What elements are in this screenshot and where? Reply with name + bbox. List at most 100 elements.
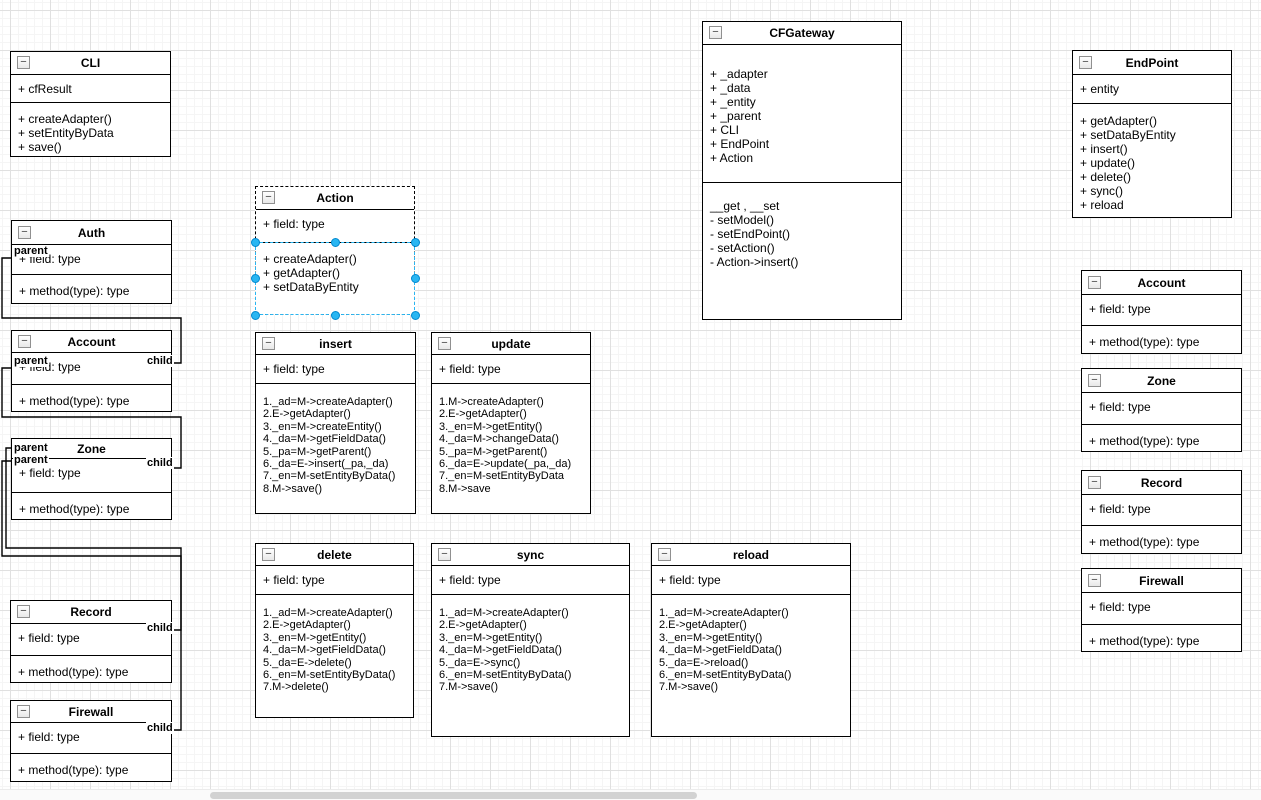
methods-compartment[interactable]: + method(type): type — [1082, 425, 1241, 451]
collapse-minus-icon[interactable]: − — [709, 26, 722, 39]
collapse-minus-icon[interactable]: − — [1088, 573, 1101, 587]
class-record-right[interactable]: −Record+ field: type+ method(type): type — [1081, 470, 1242, 554]
methods-compartment[interactable]: + createAdapter()+ getAdapter()+ setData… — [256, 243, 414, 314]
collapse-minus-icon[interactable]: − — [1079, 55, 1092, 69]
method-line: + insert() — [1080, 142, 1128, 156]
attributes-compartment[interactable]: + _adapter+ _data+ _entity+ _parent+ CLI… — [703, 45, 901, 183]
methods-compartment[interactable]: + method(type): type — [1082, 526, 1241, 553]
collapse-minus-icon[interactable]: − — [17, 605, 30, 618]
methods-compartment[interactable]: + getAdapter()+ setDataByEntity+ insert(… — [1073, 104, 1231, 217]
methods-compartment[interactable]: + method(type): type — [1082, 625, 1241, 651]
method-line: 8.M->save — [439, 482, 491, 495]
collapse-minus-icon[interactable]: − — [262, 336, 275, 350]
selection-handle[interactable] — [330, 237, 340, 247]
methods-compartment[interactable]: 1._ad=M->createAdapter()2.E->getAdapter(… — [256, 384, 415, 513]
edge-label-parent[interactable]: parent — [13, 355, 49, 367]
selection-handle[interactable] — [410, 310, 420, 320]
collapse-minus-icon[interactable]: − — [438, 547, 451, 561]
edge-auth-account[interactable] — [1, 257, 182, 364]
selection-handle[interactable] — [330, 310, 340, 320]
class-zone-left[interactable]: −Zone+ field: type+ method(type): type — [11, 438, 172, 520]
collapse-minus-icon[interactable]: − — [658, 547, 671, 561]
methods-compartment[interactable]: + method(type): type — [12, 275, 171, 303]
attributes-compartment[interactable]: + field: type — [1082, 393, 1241, 425]
method-line: 7.M->delete() — [263, 681, 329, 694]
methods-compartment[interactable]: __get , __set- setModel()- setEndPoint()… — [703, 183, 901, 319]
edge-label-parent[interactable]: parent — [13, 454, 49, 466]
methods-compartment[interactable]: + method(type): type — [11, 754, 171, 781]
class-zone-right[interactable]: −Zone+ field: type+ method(type): type — [1081, 368, 1242, 452]
class-name-text: Record — [70, 605, 112, 619]
selection-handle[interactable] — [250, 274, 260, 283]
collapse-minus-icon[interactable]: − — [1088, 373, 1101, 387]
edge-label-child[interactable]: child — [146, 457, 174, 469]
methods-compartment[interactable]: 1.M->createAdapter()2.E->getAdapter()3._… — [432, 384, 590, 513]
attributes-compartment[interactable]: + field: type — [256, 355, 415, 384]
methods-compartment[interactable]: + method(type): type — [12, 493, 171, 519]
methods-compartment[interactable]: 1._ad=M->createAdapter()2.E->getAdapter(… — [432, 595, 629, 736]
collapse-minus-icon[interactable]: − — [18, 334, 31, 348]
collapse-minus-icon[interactable]: − — [262, 547, 275, 561]
edge-label-child[interactable]: child — [146, 355, 174, 367]
methods-compartment[interactable]: + method(type): type — [11, 656, 171, 682]
collapse-minus-icon[interactable]: − — [438, 336, 451, 350]
attributes-compartment[interactable]: + field: type — [256, 566, 413, 595]
class-account-right[interactable]: −Account+ field: type+ method(type): typ… — [1081, 270, 1242, 354]
attributes-compartment[interactable]: + field: type — [11, 624, 171, 656]
attributes-compartment[interactable]: + field: type — [1082, 295, 1241, 326]
attributes-compartment[interactable]: + field: type — [11, 723, 171, 754]
selection-handle[interactable] — [250, 310, 260, 320]
collapse-minus-icon[interactable]: − — [262, 191, 275, 204]
attributes-compartment[interactable]: + field: type — [432, 355, 590, 384]
class-auth[interactable]: −Auth+ field: type+ method(type): type — [11, 220, 172, 304]
selection-handle[interactable] — [250, 237, 260, 247]
attributes-compartment[interactable]: + field: type — [1082, 495, 1241, 526]
collapse-minus-icon[interactable]: − — [1088, 475, 1101, 489]
class-firewall-left[interactable]: −Firewall+ field: type+ method(type): ty… — [10, 700, 172, 782]
attribute-line: + field: type — [18, 730, 80, 744]
horizontal-scrollbar[interactable] — [0, 789, 1261, 800]
attributes-compartment[interactable]: + field: type — [652, 566, 850, 595]
class-account-left[interactable]: −Account+ field: type+ method(type): typ… — [11, 330, 172, 412]
edge-zone-firewall[interactable] — [1, 460, 182, 731]
selection-handle[interactable] — [410, 274, 420, 283]
collapse-minus-icon[interactable]: − — [1088, 275, 1101, 289]
method-line: 1._ad=M->createAdapter() — [659, 607, 789, 619]
attributes-compartment[interactable]: + entity — [1073, 75, 1231, 104]
attributes-compartment[interactable]: + field: type — [1082, 593, 1241, 625]
methods-compartment[interactable]: 1._ad=M->createAdapter()2.E->getAdapter(… — [652, 595, 850, 736]
method-line: 3._en=M->getEntity() — [439, 420, 543, 433]
edge-label-child[interactable]: child — [146, 622, 174, 634]
collapse-minus-icon[interactable]: − — [17, 704, 30, 718]
edge-account-zone[interactable] — [1, 367, 182, 469]
class-cfgateway[interactable]: −CFGateway+ _adapter+ _data+ _entity+ _p… — [702, 21, 902, 320]
attributes-compartment[interactable]: + field: type — [12, 459, 171, 493]
class-action[interactable]: −Action+ field: type+ createAdapter()+ g… — [255, 186, 415, 315]
edge-label-parent[interactable]: parent — [13, 442, 49, 454]
method-line: 6._en=M-setEntityByData() — [659, 669, 792, 682]
collapse-minus-icon[interactable]: − — [17, 56, 30, 69]
class-firewall-right[interactable]: −Firewall+ field: type+ method(type): ty… — [1081, 568, 1242, 652]
collapse-minus-icon[interactable]: − — [18, 225, 31, 239]
attributes-compartment[interactable]: + field: type — [432, 566, 629, 595]
class-cli[interactable]: −CLI+ cfResult+ createAdapter()+ setEnti… — [10, 51, 171, 157]
scrollbar-thumb[interactable] — [210, 792, 697, 799]
methods-compartment[interactable]: 1._ad=M->createAdapter()2.E->getAdapter(… — [256, 595, 413, 717]
attributes-compartment[interactable]: + cfResult — [11, 75, 170, 103]
attribute-line: + field: type — [1089, 302, 1151, 316]
selection-handle[interactable] — [410, 237, 420, 247]
class-endpoint[interactable]: −EndPoint+ entity+ getAdapter()+ setData… — [1072, 50, 1232, 218]
edge-zone-record[interactable] — [5, 447, 182, 631]
edge-label-child[interactable]: child — [146, 722, 174, 734]
methods-compartment[interactable]: + createAdapter()+ setEntityByData+ save… — [11, 103, 170, 156]
class-record-left[interactable]: − Record + field: type+ method(type): type — [10, 600, 172, 683]
edge-label-parent[interactable]: parent — [13, 245, 49, 257]
methods-compartment[interactable]: + method(type): type — [1082, 326, 1241, 353]
methods-compartment[interactable]: + method(type): type — [12, 385, 171, 411]
